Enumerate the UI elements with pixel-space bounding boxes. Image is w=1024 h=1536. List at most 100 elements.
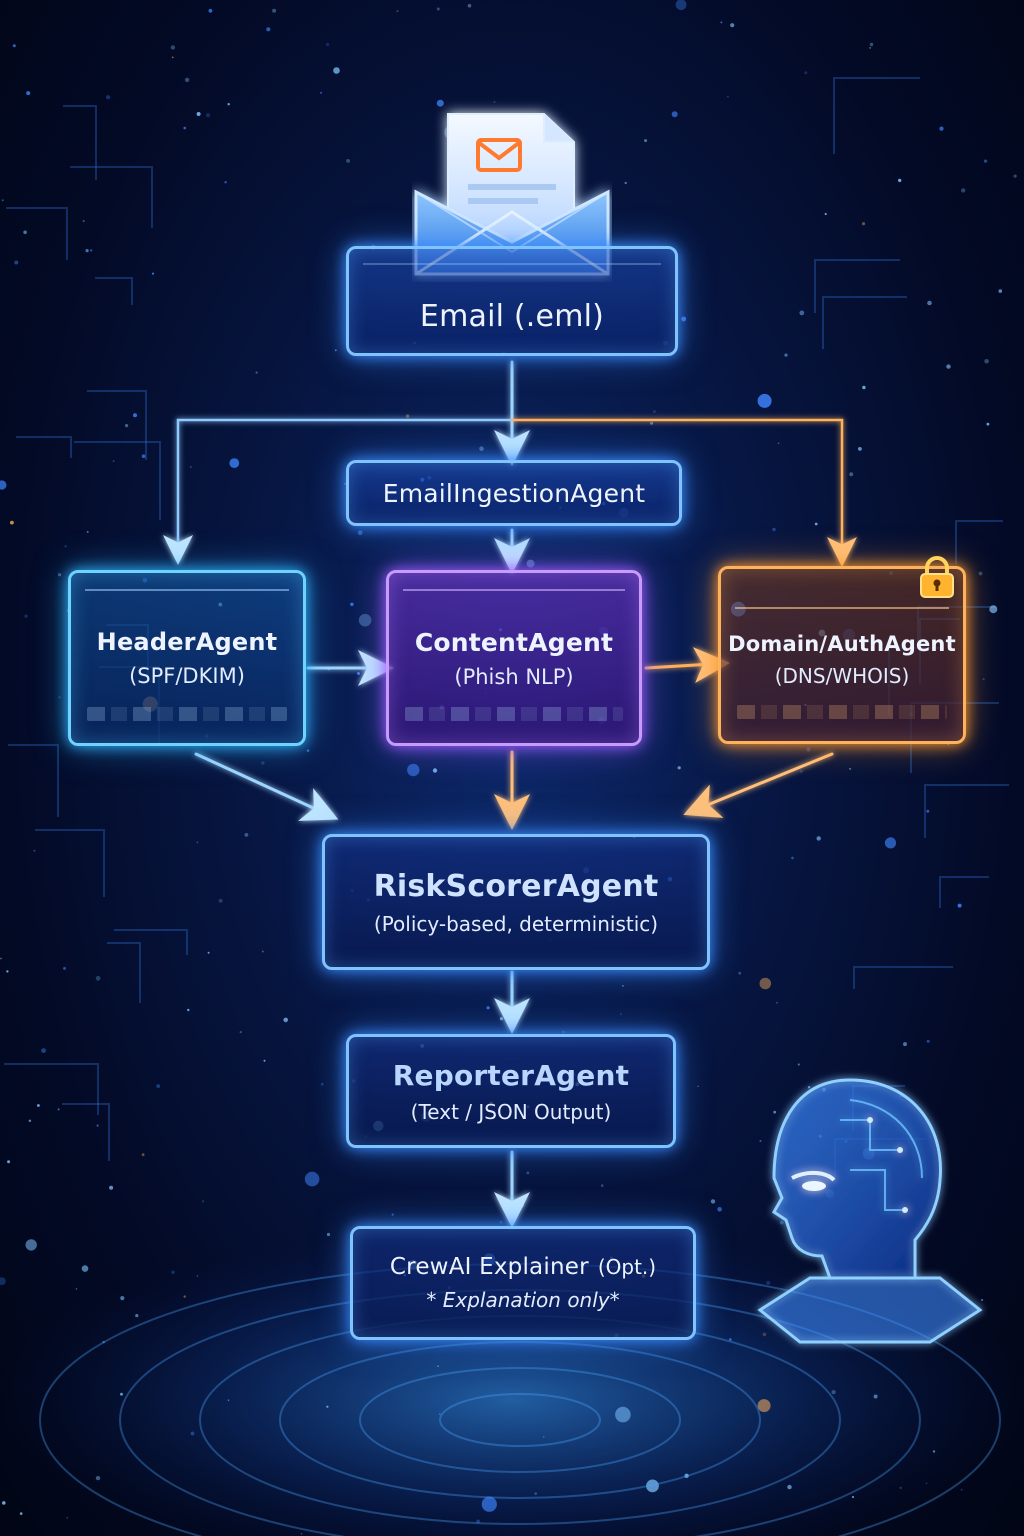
particle — [85, 249, 89, 253]
particle — [26, 91, 31, 96]
particle — [33, 849, 36, 852]
particle — [227, 103, 230, 106]
particle — [925, 1482, 928, 1485]
particle — [926, 1039, 930, 1043]
particle — [481, 1496, 497, 1512]
node-reporter[interactable]: ReporterAgent (Text / JSON Output) — [346, 1034, 676, 1148]
particle — [804, 71, 808, 75]
circuit-trace — [74, 441, 161, 520]
particle — [183, 1295, 186, 1298]
node-risk[interactable]: RiskScorerAgent (Policy-based, determini… — [322, 834, 710, 970]
particle — [2, 1501, 6, 1505]
particle — [653, 410, 656, 413]
circuit-trace — [955, 520, 1003, 564]
particle — [984, 359, 989, 364]
particle — [773, 1110, 777, 1114]
particle — [208, 8, 213, 13]
particle — [998, 289, 1003, 293]
node-explainer[interactable]: CrewAI Explainer (Opt.) * Explanation on… — [350, 1226, 696, 1340]
lock-icon — [920, 556, 954, 598]
particle — [171, 1270, 175, 1275]
particle — [407, 763, 420, 777]
node-header[interactable]: HeaderAgent (SPF/DKIM) — [68, 570, 306, 746]
particle — [677, 766, 681, 770]
particle — [479, 446, 484, 452]
particle — [600, 1184, 604, 1187]
particle — [57, 1108, 60, 1111]
node-ingestion-title: EmailIngestionAgent — [382, 478, 646, 508]
particle — [304, 1171, 320, 1187]
circuit-trace — [6, 207, 68, 260]
particle — [932, 1450, 936, 1453]
circuit-trace — [63, 105, 97, 180]
particle — [81, 1265, 89, 1272]
particle — [133, 413, 137, 418]
circuit-trace — [853, 966, 953, 989]
node-ingestion[interactable]: EmailIngestionAgent — [346, 460, 682, 526]
particle — [644, 139, 648, 143]
particle — [849, 767, 852, 770]
particle — [106, 95, 111, 100]
particle — [170, 45, 176, 50]
particle — [190, 1431, 195, 1436]
circuit-trace — [62, 1103, 110, 1161]
particle — [982, 678, 985, 681]
particle — [939, 126, 944, 131]
particle — [112, 460, 115, 462]
particle — [869, 42, 874, 47]
particle — [102, 1340, 105, 1344]
particle — [903, 1042, 907, 1047]
particle — [766, 1280, 771, 1285]
node-explainer-title: CrewAI Explainer — [389, 1254, 589, 1280]
particle — [358, 613, 372, 627]
particle — [791, 856, 794, 860]
particle — [486, 1006, 490, 1010]
particle — [63, 967, 66, 970]
particle — [759, 1139, 762, 1143]
particle — [326, 42, 330, 47]
particle — [239, 1031, 242, 1034]
ai-head-icon — [757, 1078, 983, 1344]
particle — [436, 7, 440, 11]
edge-email-header — [163, 418, 514, 565]
node-explainer-subtitle: * Explanation only* — [426, 1288, 620, 1312]
particle — [981, 1299, 984, 1301]
particle — [184, 77, 190, 83]
particle — [344, 482, 346, 485]
node-domain-title: Domain/AuthAgent — [728, 632, 956, 656]
node-content[interactable]: ContentAgent (Phish NLP) — [386, 570, 642, 746]
particle — [961, 188, 966, 193]
circuit-trace — [4, 1063, 99, 1115]
particle — [190, 466, 192, 468]
floor-ring — [359, 1367, 681, 1473]
particle — [862, 385, 866, 390]
particle — [75, 1288, 78, 1290]
particle — [757, 1399, 771, 1413]
particle — [436, 99, 444, 107]
particle — [86, 530, 89, 533]
particle — [125, 424, 129, 428]
particle — [326, 1232, 331, 1237]
particle — [28, 1119, 32, 1123]
particle — [899, 1486, 902, 1489]
circuit-trace — [87, 390, 147, 460]
node-domain[interactable]: Domain/AuthAgent (DNS/WHOIS) — [718, 556, 966, 744]
particle — [726, 95, 729, 98]
node-email[interactable]: Email (.eml) — [346, 246, 678, 356]
particle — [989, 605, 998, 614]
particle — [196, 841, 199, 844]
particle — [320, 1082, 324, 1086]
particle — [218, 898, 223, 903]
particle — [824, 212, 827, 216]
particle — [183, 126, 186, 130]
particle — [777, 442, 780, 445]
particle — [334, 349, 337, 352]
particle — [851, 1495, 855, 1499]
particle — [255, 371, 258, 374]
particle — [58, 696, 61, 699]
particle — [927, 300, 932, 306]
particle — [1, 199, 4, 202]
particle — [151, 272, 155, 275]
